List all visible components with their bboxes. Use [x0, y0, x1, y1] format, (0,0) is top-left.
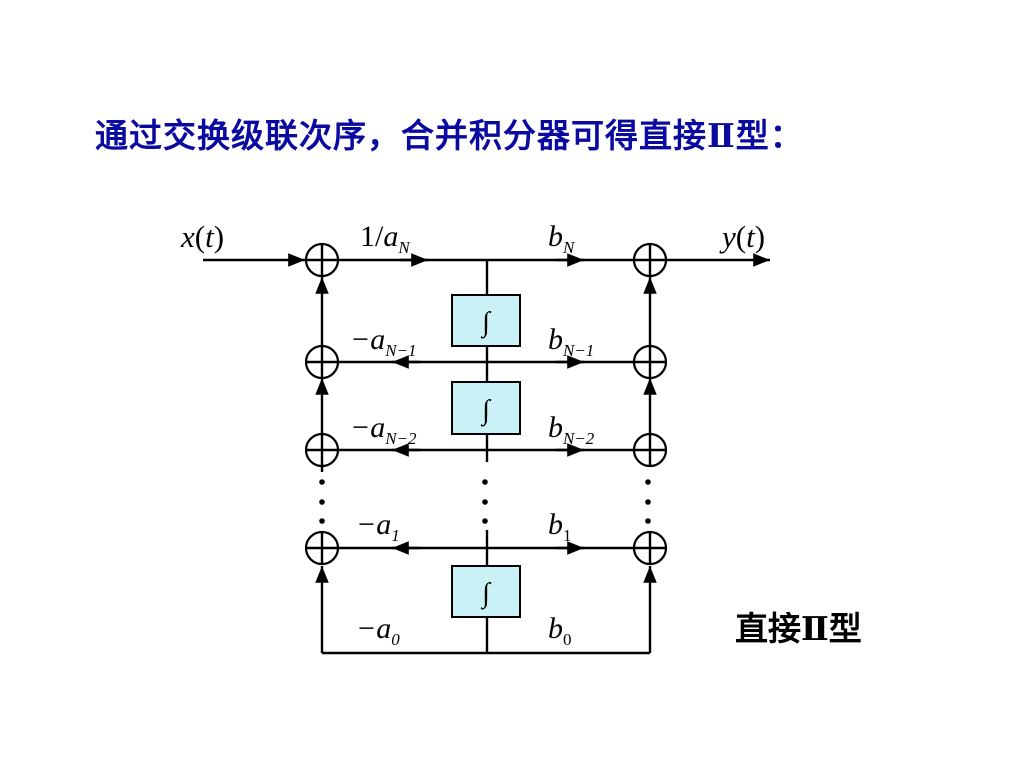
summing-junction-input — [304, 242, 340, 278]
feedforward-gain-label: b1 — [548, 508, 572, 545]
summing-junction-right-3 — [632, 530, 668, 566]
integrator-symbol: ∫ — [480, 307, 492, 339]
feedback-gain-label: −aN−2 — [350, 411, 417, 448]
feedforward-gain-label: bN−1 — [548, 323, 594, 360]
feedback-gain-label: −aN−1 — [350, 323, 417, 360]
summing-junction-output — [632, 242, 668, 278]
forward-gain-label: 1/aN — [360, 220, 411, 257]
feedback-gain-label: −a0 — [356, 612, 400, 649]
ellipsis-dot — [482, 499, 488, 505]
feedforward-gain-label: bN — [548, 220, 576, 257]
summing-junction-left-2 — [304, 432, 340, 468]
input-signal-label: x(t) — [180, 219, 224, 254]
ellipsis-dot — [645, 499, 651, 505]
ellipsis-dot — [319, 479, 325, 485]
ellipsis-dot — [482, 479, 488, 485]
integrator-symbol: ∫ — [480, 395, 492, 427]
feedback-gain-label: −a1 — [356, 508, 400, 545]
integrator-symbol: ∫ — [480, 578, 492, 610]
ellipsis-dot — [319, 499, 325, 505]
integrator-box-3 — [451, 565, 521, 618]
ellipsis-dot — [482, 518, 488, 524]
summing-junction-right-1 — [632, 344, 668, 380]
output-signal-label: y(t) — [719, 219, 765, 254]
ellipsis-dot — [645, 518, 651, 524]
ellipsis-dot — [319, 518, 325, 524]
integrator-box-1 — [451, 294, 521, 347]
summing-junction-left-1 — [304, 344, 340, 380]
diagram-caption: 直接Ⅱ型 — [735, 609, 862, 648]
summing-junction-right-2 — [632, 432, 668, 468]
slide-title: 通过交换级联次序，合并积分器可得直接Ⅱ型： — [95, 116, 804, 155]
feedforward-gain-label: b0 — [548, 612, 572, 649]
ellipsis-dot — [645, 479, 651, 485]
summing-junction-left-3 — [304, 530, 340, 566]
integrator-box-2 — [451, 381, 521, 435]
feedforward-gain-label: bN−2 — [548, 411, 595, 448]
